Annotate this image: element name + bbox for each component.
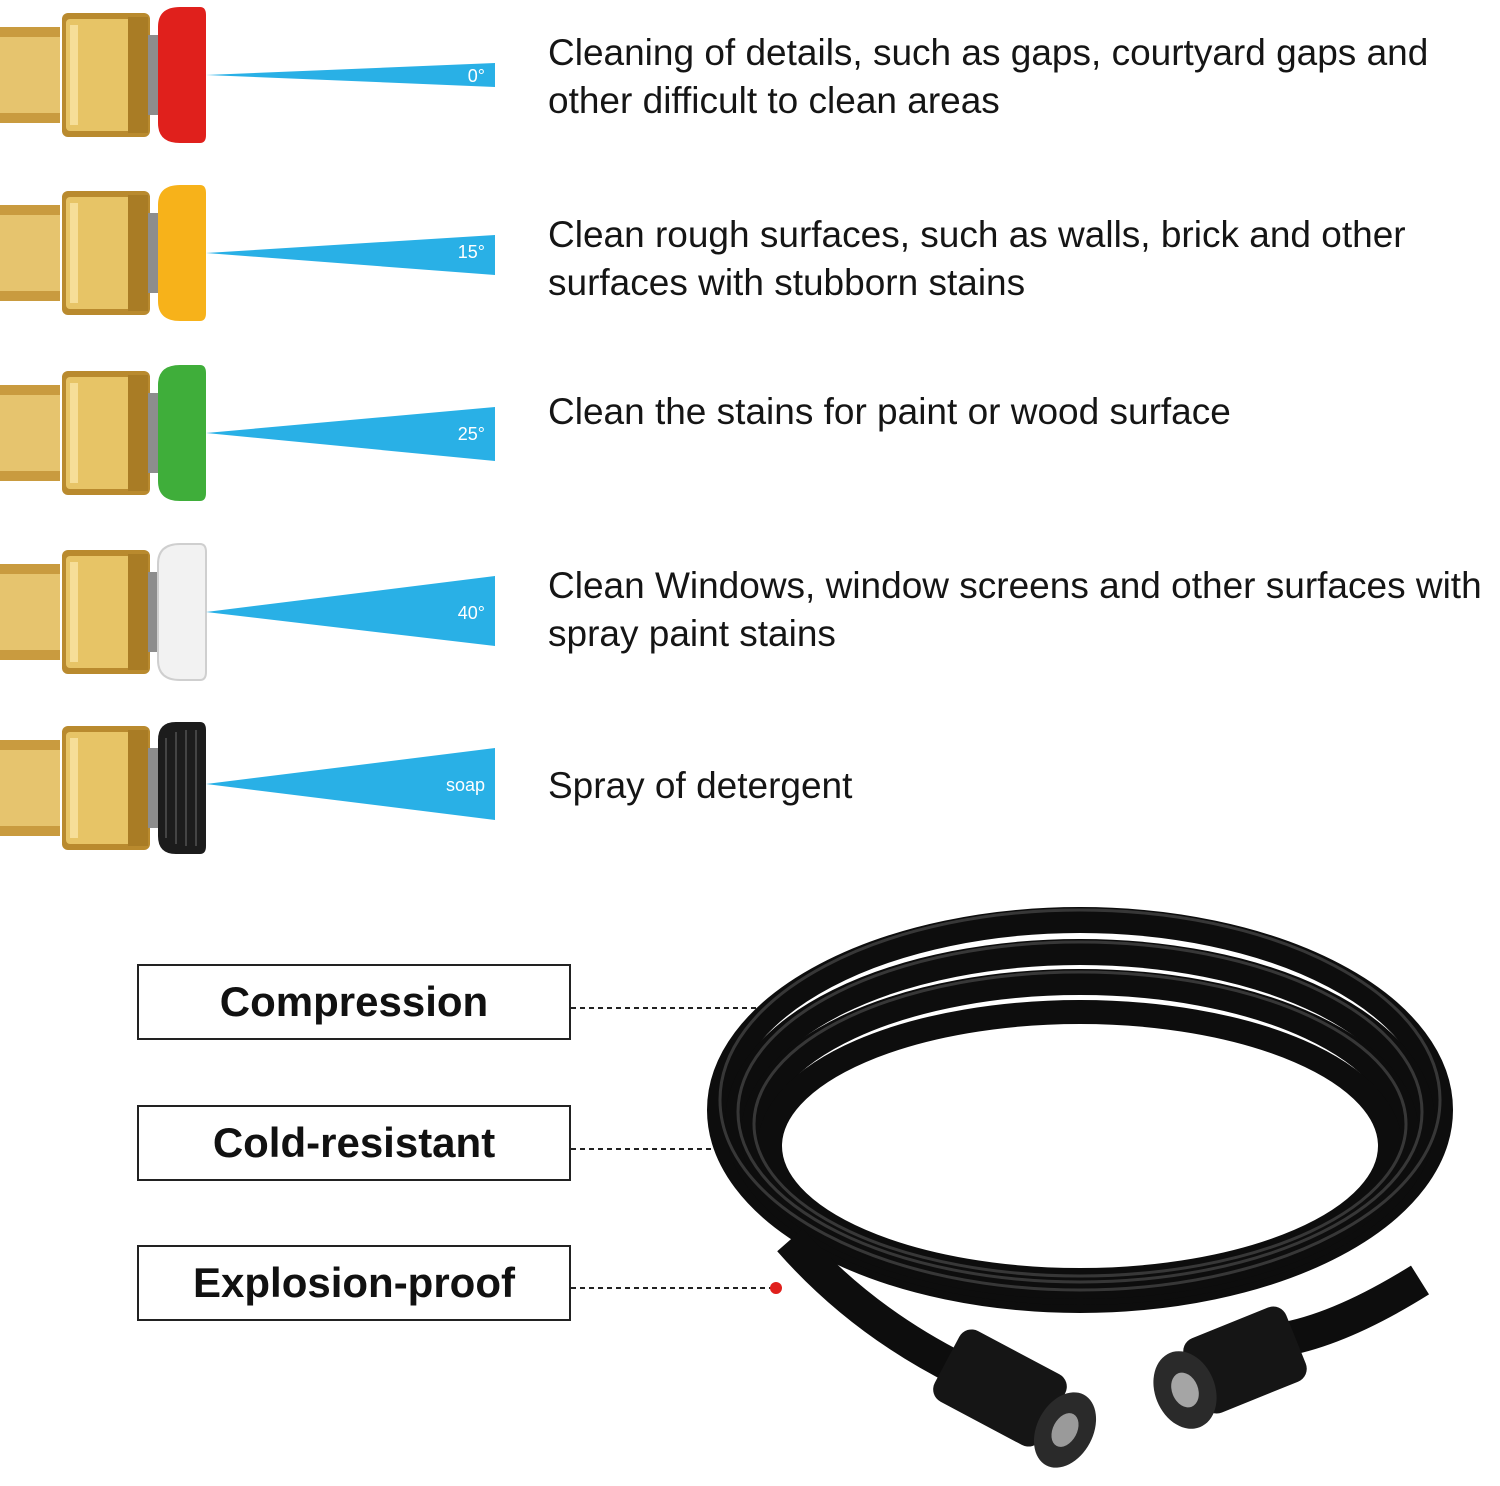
hose-end-left: [777, 1228, 1097, 1468]
nozzle-row-3: 40° Clean Windows, window screens and ot…: [0, 542, 1500, 682]
spray-beam: [206, 63, 495, 87]
nozzle-2-illustration: 25°: [0, 365, 495, 501]
hose-coil: [707, 907, 1453, 1313]
feature-compression-box: Compression: [137, 964, 571, 1040]
coiled-hose-illustration: [707, 907, 1453, 1468]
hose-end-right: [1153, 1265, 1430, 1429]
nozzle-4-illustration: soap: [0, 722, 495, 854]
white-nozzle-tip-icon: [157, 543, 207, 681]
yellow-nozzle-tip-icon: [158, 185, 206, 321]
green-nozzle-tip-icon: [158, 365, 206, 501]
marker-dot: [770, 1282, 782, 1294]
angle-label: 0°: [468, 66, 485, 86]
nozzle-description: Cleaning of details, such as gaps, court…: [548, 32, 1429, 121]
feature-cold-resistant-box: Cold-resistant: [137, 1105, 571, 1181]
spray-beam: [206, 576, 495, 646]
nozzle-3-illustration: 40°: [0, 543, 495, 681]
angle-label: soap: [446, 775, 485, 795]
nozzle-row-2: 25° Clean the stains for paint or wood s…: [0, 363, 1500, 503]
brass-coupler-icon: [0, 371, 160, 495]
brass-coupler-icon: [0, 191, 160, 315]
red-nozzle-tip-icon: [158, 7, 206, 143]
black-nozzle-tip-icon: [158, 722, 206, 854]
nozzle-description: Clean the stains for paint or wood surfa…: [548, 391, 1231, 432]
nozzle-row-0: 0° Cleaning of details, such as gaps, co…: [0, 5, 1500, 145]
nozzle-description: Clean rough surfaces, such as walls, bri…: [548, 214, 1406, 303]
brass-coupler-icon: [0, 726, 160, 850]
spray-beam: [206, 748, 495, 820]
brass-coupler-icon: [0, 550, 160, 674]
brass-coupler-icon: [0, 13, 160, 137]
spray-beam: [206, 407, 495, 461]
grip-ribs: [165, 730, 197, 846]
nozzle-0-illustration: 0°: [0, 7, 495, 143]
angle-label: 15°: [458, 242, 485, 262]
nozzle-1-illustration: 15°: [0, 185, 495, 321]
angle-label: 25°: [458, 424, 485, 444]
angle-label: 40°: [458, 603, 485, 623]
feature-explosion-proof-box: Explosion-proof: [137, 1245, 571, 1321]
nozzle-description: Spray of detergent: [548, 765, 853, 806]
spray-beam: [206, 235, 495, 275]
nozzle-description: Clean Windows, window screens and other …: [548, 565, 1482, 654]
nozzle-row-4: soap Spray of detergent: [0, 718, 1500, 858]
nozzle-row-1: 15° Clean rough surfaces, such as walls,…: [0, 183, 1500, 323]
